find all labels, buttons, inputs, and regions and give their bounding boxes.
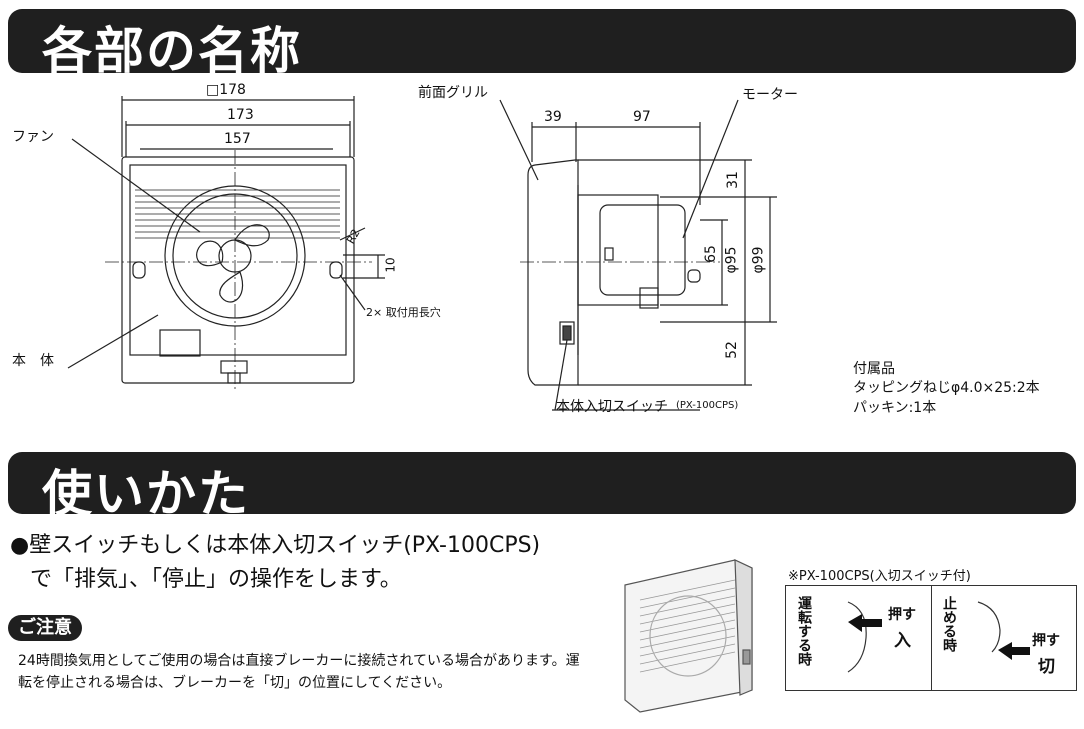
accessories-title: 付属品 xyxy=(853,361,895,377)
section-header-parts: 各部の名称 xyxy=(8,9,1076,80)
label-on: 入 xyxy=(894,631,911,651)
label-fan: ファン xyxy=(12,129,54,145)
caution-badge: ご注意 xyxy=(8,615,82,641)
arrow-left-icon xyxy=(848,614,882,632)
section-title-usage: 使いかた xyxy=(42,465,250,523)
dim-97: 97 xyxy=(633,109,651,125)
accessories-screws: タッピングねじφ4.0×25:2本 xyxy=(853,380,1040,396)
usage-line-2: で「排気」、「停止」の操作をします。 xyxy=(30,567,402,592)
label-mounting-holes: 2× 取付用長穴 xyxy=(366,306,441,319)
arrow-left-icon-2 xyxy=(998,642,1030,660)
accessories-packing: パッキン:1本 xyxy=(853,400,937,416)
label-off: 切 xyxy=(1038,657,1055,677)
usage-line-1: ●壁スイッチもしくは本体入切スイッチ(PX-100CPS) xyxy=(10,533,541,558)
switch-instruction-box: 運転する時 押す 入 止める時 押す 切 xyxy=(785,585,1077,691)
label-body: 本 体 xyxy=(12,353,54,369)
label-push-on: 押す xyxy=(888,607,916,623)
switch-arrows xyxy=(847,601,1030,673)
switch-caption: ※PX-100CPS(入切スイッチ付) xyxy=(788,569,971,584)
section-header-usage: 使いかた xyxy=(8,452,1076,523)
dim-square-178: □178 xyxy=(206,82,246,98)
label-body-switch: 本体入切スイッチ xyxy=(556,399,668,415)
label-switch-model: (PX-100CPS) xyxy=(676,400,739,411)
label-when-stopping: 止める時 xyxy=(941,596,957,652)
label-push-off: 押す xyxy=(1032,633,1060,649)
label-when-running: 運転する時 xyxy=(796,596,812,666)
dim-39: 39 xyxy=(544,109,562,125)
dim-173: 173 xyxy=(227,107,254,123)
label-motor: モーター xyxy=(742,87,798,103)
label-front-grille: 前面グリル xyxy=(418,85,488,101)
section-title-parts: 各部の名称 xyxy=(42,22,302,80)
caution-text: 24時間換気用としてご使用の場合は直接ブレーカーに接続されている場合があります。… xyxy=(18,653,580,691)
dim-157: 157 xyxy=(224,131,251,147)
